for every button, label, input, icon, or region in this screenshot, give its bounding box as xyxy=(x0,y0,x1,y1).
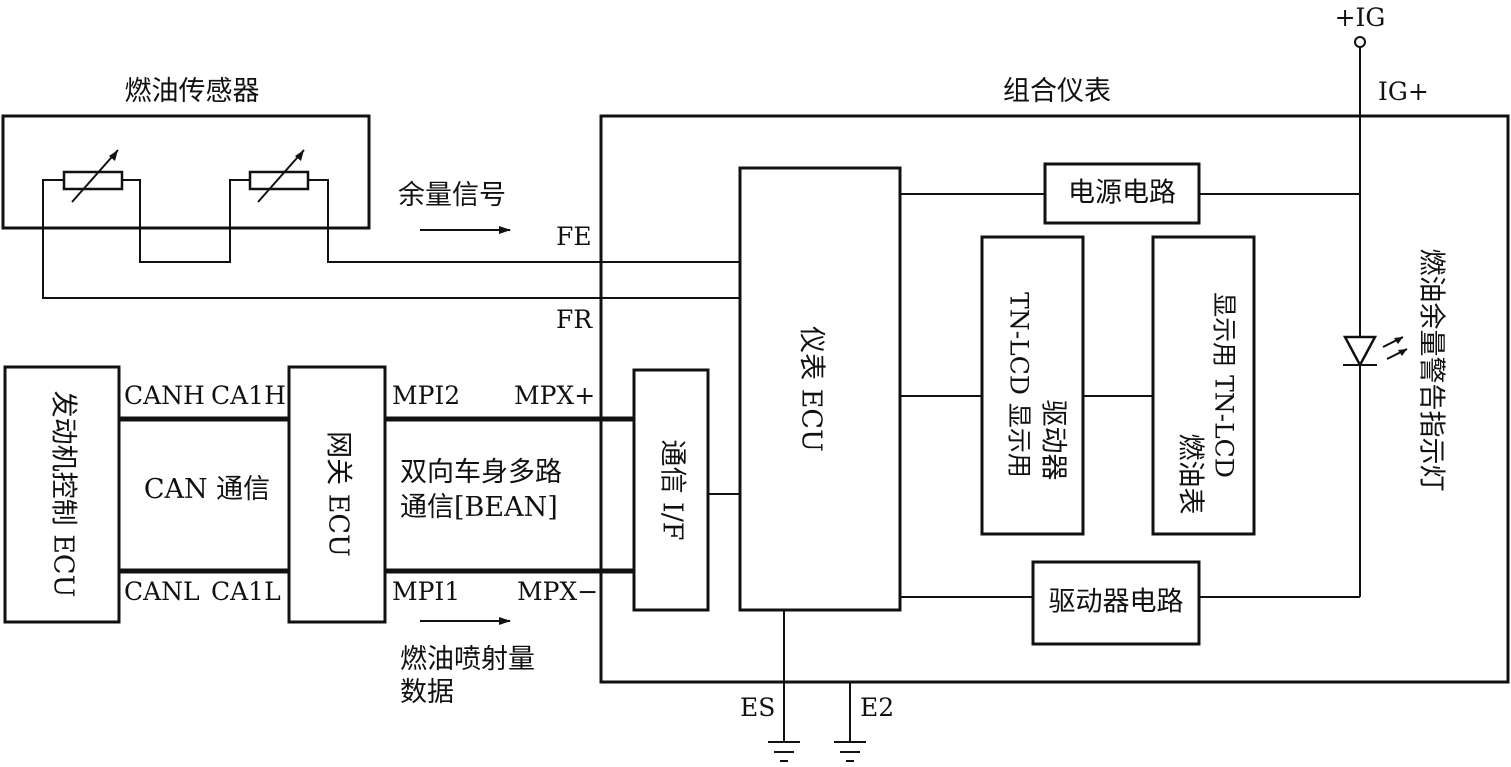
ground-es-icon xyxy=(768,741,800,762)
ig-plus-inner-label: IG+ xyxy=(1378,77,1429,106)
gateway-ecu-box xyxy=(287,365,387,624)
bean-label-2: 通信[BEAN] xyxy=(400,492,558,523)
mpi1-label: MPI1 xyxy=(392,577,460,606)
comm-if-box xyxy=(632,368,710,612)
can-comm-label: CAN 通信 xyxy=(144,474,270,505)
driver-circuit-box xyxy=(1031,560,1201,646)
engine-ecu-label: 发动机控制 ECU xyxy=(48,391,79,598)
fuel-gauge-lcd-label-2: 显示用 TN-LCD xyxy=(1210,292,1239,478)
power-circuit-box xyxy=(1043,162,1201,225)
ca1h-label: CA1H xyxy=(211,381,286,410)
gateway-ecu-label: 网关 ECU xyxy=(323,431,354,557)
meter-ecu-box xyxy=(738,166,902,612)
mpx-minus-label: MPX− xyxy=(517,577,598,606)
driver-circuit-label: 驱动器电路 xyxy=(1049,587,1184,618)
sensor-fe-wire xyxy=(308,179,740,263)
fuel-gauge-lcd-label-1: 燃油表 xyxy=(1175,434,1206,515)
fuel-gauge-lcd-box xyxy=(1151,235,1256,536)
es-label: ES xyxy=(740,693,775,722)
tn-lcd-driver-label-1: TN-LCD 显示用 xyxy=(1005,292,1034,478)
ca1l-label: CA1L xyxy=(211,577,281,606)
meter-ecu-label: 仪表 ECU xyxy=(796,326,827,452)
ig-terminal-icon xyxy=(1354,36,1366,48)
fuel-sensor-box xyxy=(1,114,371,230)
mpi2-label: MPI2 xyxy=(392,381,460,410)
combination-meter-title: 组合仪表 xyxy=(1003,76,1111,107)
warning-lamp-label: 燃油余量警告指示灯 xyxy=(1416,249,1447,492)
e2-label: E2 xyxy=(860,693,894,722)
ground-e2-icon xyxy=(834,741,866,762)
fr-label: FR xyxy=(556,305,593,334)
engine-ecu-box xyxy=(3,365,121,624)
sensor-link-wire xyxy=(122,179,250,263)
ig-plus-top-label: +IG xyxy=(1335,3,1386,32)
injection-label-1: 燃油喷射量 xyxy=(400,644,535,675)
tn-lcd-driver-box xyxy=(980,235,1085,536)
canl-label: CANL xyxy=(124,577,200,606)
bean-label-1: 双向车身多路 xyxy=(400,457,562,488)
mpx-plus-label: MPX+ xyxy=(514,381,595,410)
comm-if-label: 通信 I/F xyxy=(657,439,688,540)
remaining-signal-label: 余量信号 xyxy=(398,180,506,211)
fuel-sensor-title: 燃油传感器 xyxy=(125,76,260,107)
injection-label-2: 数据 xyxy=(400,677,454,708)
fe-label: FE xyxy=(556,222,592,251)
power-circuit-label: 电源电路 xyxy=(1068,178,1176,209)
tn-lcd-driver-label-2: 驱动器 xyxy=(1038,400,1069,481)
canh-label: CANH xyxy=(124,381,205,410)
sensor-fr-wire xyxy=(42,179,740,299)
